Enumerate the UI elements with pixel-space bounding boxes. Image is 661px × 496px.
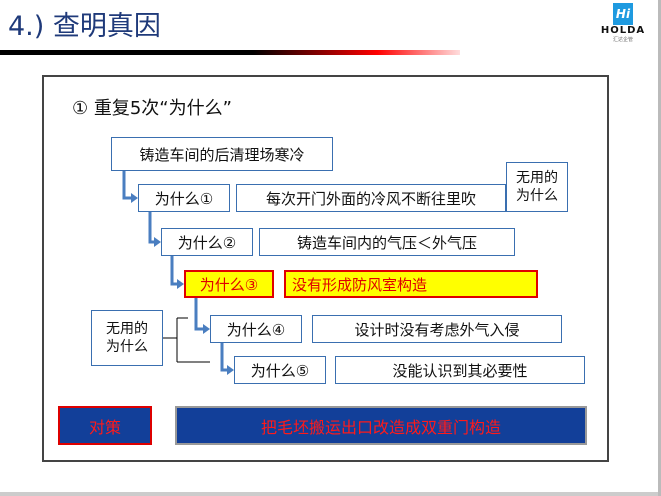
why-4-label: 为什么④ [210,315,302,343]
why-2-answer: 铸造车间内的气压＜外气压 [259,228,515,256]
footer-strip [0,492,661,496]
why-1-answer: 每次开门外面的冷风不断往里吹 [236,184,506,212]
logo-sub: 汇达企管 [612,37,633,43]
title-divider [0,50,460,55]
arrow-3 [170,256,178,286]
why-3-answer: 没有形成防风室构造 [284,270,538,298]
right-edge [658,0,661,496]
arrow-1 [122,171,132,200]
why-5-label: 为什么⑤ [234,356,326,384]
problem-box: 铸造车间的后清理场寒冷 [111,137,333,171]
content-frame [42,75,609,462]
countermeasure-label: 对策 [58,406,152,445]
arrow-5 [220,343,228,372]
useless-why-left: 无用的为什么 [91,310,163,366]
useless-why-right: 无用的为什么 [506,162,568,212]
why-5-answer: 没能认识到其必要性 [335,356,585,384]
why-2-label: 为什么② [161,228,253,256]
logo-mark-icon: Hi [613,3,633,25]
holda-logo: Hi HOLDA 汇达企管 [598,3,648,43]
arrow-4 [194,298,204,331]
slide-title: 4.) 查明真因 [8,11,161,42]
why-4-answer: 设计时没有考虑外气入侵 [312,315,562,343]
arrow-2 [148,212,155,244]
why-3-label: 为什么③ [184,270,274,298]
why-1-label: 为什么① [138,184,230,212]
logo-name: HOLDA [600,25,646,36]
section-heading: ① 重复5次“为什么” [72,98,232,119]
bracket-line [163,317,210,363]
countermeasure-text: 把毛坯搬运出口改造成双重门构造 [175,406,587,445]
